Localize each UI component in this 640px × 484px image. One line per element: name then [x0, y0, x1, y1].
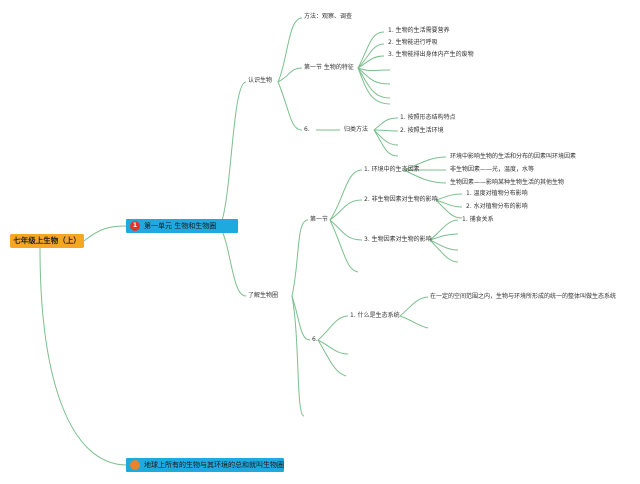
- link-eco-e1: [399, 315, 429, 329]
- chapter1-node[interactable]: 1 第一单元 生物和生物圈: [126, 219, 238, 233]
- link-section1-e1: [357, 67, 391, 71]
- number-one-icon: 1: [130, 221, 140, 231]
- link-classify-c2: [373, 129, 399, 132]
- link-understand-sub6: [291, 295, 311, 341]
- env-item-1[interactable]: 环境中影响生物的生活和分布的因素叫环境因素: [450, 153, 577, 160]
- link-classify-e2: [373, 129, 399, 157]
- link-env-i3: [403, 169, 447, 184]
- understand-section1-node[interactable]: 第一节: [310, 216, 329, 223]
- feature-1[interactable]: 1. 生物的生活需要营养: [388, 27, 450, 34]
- link-section1-f3: [357, 55, 385, 69]
- link-classify-e1: [373, 129, 399, 146]
- know-node[interactable]: 认识生物: [248, 77, 273, 84]
- eco-definition[interactable]: 在一定的空间范围之内，生物与环境所形成的统一的整体叫做生态系统: [430, 293, 617, 300]
- class-2[interactable]: 2. 按照生活环境: [400, 127, 444, 134]
- link-abiotic-i1: [435, 193, 463, 201]
- link-section1-f2: [357, 43, 385, 69]
- link-understand-bottom: [291, 295, 305, 417]
- link-section1-extra: [329, 219, 359, 273]
- chapter2-node[interactable]: 地球上所有的生物与其环境的总和就叫生物圈: [126, 458, 284, 472]
- feature-3[interactable]: 3. 生物能排出身体内产生的废物: [388, 51, 474, 58]
- link-chapter1-know: [219, 81, 247, 227]
- know-section1-node[interactable]: 第一节 生物的特征: [304, 64, 354, 71]
- link-section1-e4: [357, 67, 391, 105]
- env-node[interactable]: 1. 环境中的生态因素: [364, 166, 420, 173]
- understand-node[interactable]: 了解生物圈: [248, 292, 279, 299]
- chapter2-label: 地球上所有的生物与其环境的总和就叫生物圈: [144, 461, 284, 469]
- link-biotic-i1: [429, 219, 459, 241]
- link-biotic-e1: [429, 233, 459, 241]
- class-1[interactable]: 1. 按照形态结构特点: [400, 114, 456, 121]
- eco-node[interactable]: 1. 什么是生态系统: [350, 312, 400, 319]
- link-section1-biotic: [329, 219, 363, 241]
- link-env-i1: [403, 156, 447, 171]
- link-abiotic-i2: [435, 199, 463, 208]
- link-sub6-e2: [317, 339, 347, 377]
- link-sub6-eco: [317, 315, 349, 341]
- abiotic-item-1[interactable]: 1. 温度对植物分布影响: [466, 190, 528, 197]
- link-section1-e3: [357, 67, 391, 99]
- link-section1-env: [329, 169, 363, 221]
- link-chapter1-understand: [219, 225, 247, 297]
- env-item-3[interactable]: 生物因素——影响某种生物生活的其他生物: [450, 179, 565, 186]
- link-section1-f1: [357, 31, 385, 69]
- chapter1-label: 第一单元 生物和生物圈: [144, 222, 217, 230]
- link-biotic-e2: [429, 239, 459, 251]
- link-section1-abiotic: [329, 199, 363, 221]
- circle-icon: [130, 460, 140, 470]
- biotic-item-1[interactable]: 1. 捕食关系: [462, 216, 494, 223]
- biotic-node[interactable]: 3. 生物因素对生物的影响: [364, 236, 432, 243]
- abiotic-item-2[interactable]: 2. 水对植物分布的影响: [466, 203, 528, 210]
- link-root-chapter2: [39, 247, 127, 466]
- link-know-method: [277, 17, 303, 83]
- link-eco-def: [399, 296, 429, 317]
- root-node[interactable]: 七年级上生物（上）: [10, 234, 84, 248]
- classify-node[interactable]: 归类方法: [344, 126, 369, 133]
- understand-sub6-node[interactable]: 6.: [312, 336, 318, 343]
- link-section1-e2: [357, 67, 391, 85]
- env-item-2[interactable]: 非生物因素——光，温度，水等: [450, 166, 535, 173]
- link-classify-c1: [373, 117, 399, 131]
- link-understand-section1: [291, 219, 309, 297]
- link-abiotic-e1: [435, 199, 463, 219]
- link-root-chapter1: [83, 225, 127, 242]
- link-know-section1: [277, 67, 303, 83]
- link-know-sub6: [277, 81, 303, 131]
- method-node[interactable]: 方法：观察、调查: [304, 13, 353, 20]
- link-biotic-e3: [429, 239, 459, 263]
- know-sub6-node[interactable]: 6.: [304, 126, 310, 133]
- link-sub6-e1: [317, 339, 349, 355]
- feature-2[interactable]: 2. 生物能进行呼吸: [388, 39, 438, 46]
- abiotic-node[interactable]: 2. 非生物因素对生物的影响: [364, 196, 438, 203]
